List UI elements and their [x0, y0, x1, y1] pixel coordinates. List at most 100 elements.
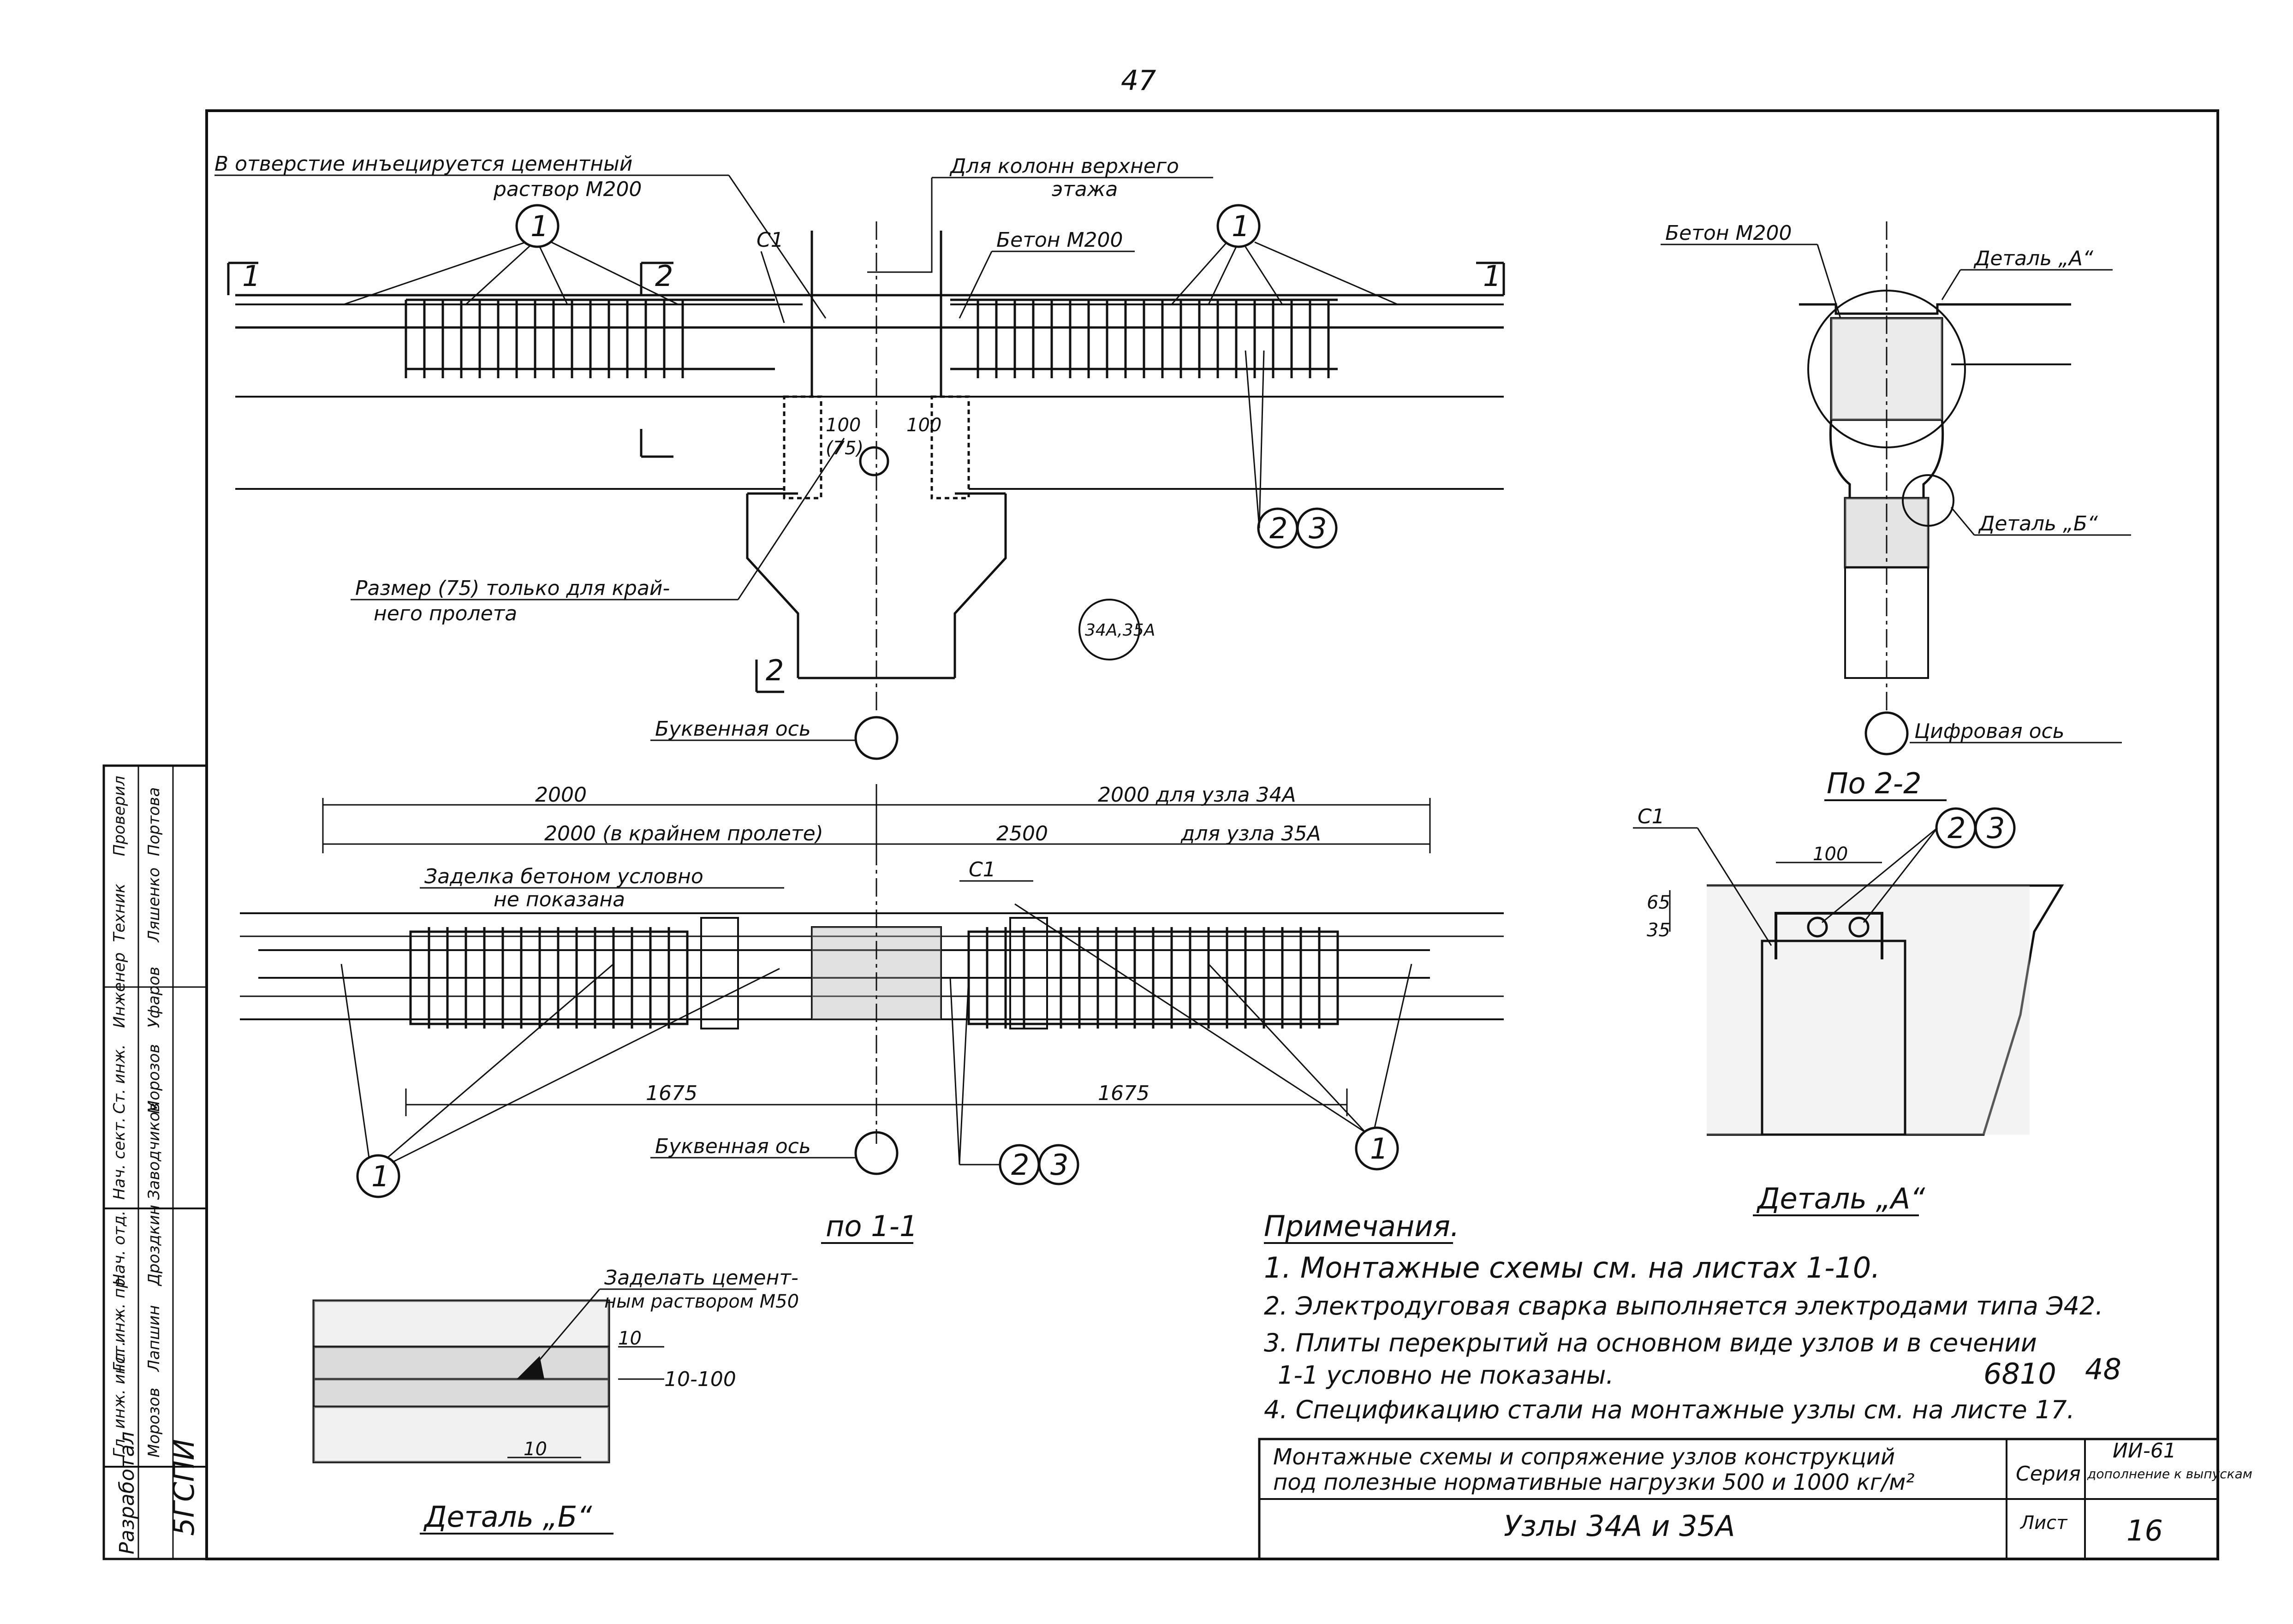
notes-code-2: 48 [2085, 1352, 2121, 1386]
plan-cage-right [967, 927, 1339, 1029]
node-title: Узлы 34А и 35А [1504, 1509, 1735, 1543]
stamp-developed: Разработал [115, 1431, 139, 1554]
plan-dim-2500: 2500 [996, 822, 1048, 845]
note-size-2: него пролета [374, 602, 517, 625]
right-section: Бетон М200 Деталь „А“ Деталь „Б“ Цифрова… [1661, 221, 2131, 801]
notes-code: 6810 [1983, 1357, 2056, 1391]
detail-a: 35 65 100 С1 2 3 Деталь „А“ [1633, 805, 2064, 1216]
detail-a-marker-2-3: 2 3 [1822, 807, 2016, 923]
stamp-role: Нач. отд. [110, 1210, 129, 1285]
detail-b-dim-10b: 10 [524, 1439, 547, 1460]
detail-a-callout [1807, 290, 1966, 448]
detail-a-dim-100: 100 [1813, 844, 1848, 865]
cage-right [950, 298, 1338, 378]
series-label: Серия [2016, 1462, 2081, 1486]
marker-1-left: 1 [343, 204, 679, 305]
detail-a-label-c1: С1 [1638, 805, 1665, 828]
detail-b-callout [1902, 474, 1954, 527]
svg-text:2: 2 [1948, 811, 1965, 845]
plan-label-c1: С1 [969, 858, 996, 881]
dim-75: (75) [826, 438, 864, 459]
title-block: Монтажные схемы и сопряжение узлов конст… [1258, 1438, 2252, 1560]
plan-note-sealing: Заделка бетоном условно [424, 865, 703, 888]
series-value: ИИ-61 [2113, 1439, 2176, 1463]
series-note: дополнение к выпускам [2087, 1466, 2252, 1481]
svg-text:2: 2 [1011, 1148, 1029, 1182]
plan-dim-2000-right: 2000 для узла 34А [1098, 783, 1296, 807]
label-concrete-top: Бетон М200 [996, 228, 1123, 252]
detail-a-dim-35: 35 [1647, 920, 1670, 941]
svg-text:1: 1 [1232, 209, 1250, 243]
stamp-text: 34А,35А [1085, 621, 1155, 640]
sheet-label: Лист [2019, 1512, 2068, 1534]
right-detail-b: Деталь „Б“ [1978, 512, 2098, 535]
notes-heading: Примечания. [1264, 1209, 1459, 1243]
notes-item-5: 4. Спецификацию стали на монтажные узлы … [1264, 1395, 2075, 1424]
stamp-person: Портова [145, 787, 163, 856]
right-concrete: Бетон М200 [1665, 221, 1792, 245]
svg-text:1: 1 [530, 209, 548, 243]
plan-dim-1675-right: 1675 [1098, 1082, 1149, 1105]
label-c1-top: С1 [756, 228, 784, 252]
axis-bubble-right [1864, 711, 1909, 755]
notes-item-4: 1-1 условно не показаны. [1278, 1361, 1614, 1390]
stamp-role: Техник [110, 883, 129, 942]
plan-axis-letter: Буквенная ось [655, 1135, 811, 1158]
note-injection: В отверстие инъецируется цементный [214, 152, 632, 176]
plan-section: 2000 2000 для узла 34А 2000 (в крайнем п… [240, 783, 1504, 1244]
svg-text:1: 1 [1370, 1132, 1388, 1166]
svg-text:3: 3 [1309, 512, 1327, 545]
stamp-person: Морозов [145, 1388, 163, 1457]
stamp-role: Гл. инж. инст. [110, 1341, 129, 1458]
svg-text:1: 1 [371, 1160, 389, 1193]
title-description-2: под полезные нормативные нагрузки 500 и … [1273, 1469, 1915, 1495]
right-axis-digit: Цифровая ось [1914, 720, 2065, 743]
note-injection-2: раствор М200 [493, 178, 642, 201]
stamp-person: Заводчиков [145, 1103, 163, 1200]
plan-cage-left [409, 927, 689, 1029]
plan-marker-1-left: 1 [340, 963, 780, 1198]
svg-text:2: 2 [1269, 512, 1287, 545]
detail-b-title: Деталь „Б“ [423, 1500, 592, 1534]
plan-marker-2-3: 2 3 [949, 977, 1079, 1185]
notes-item-3: 3. Плиты перекрытий на основном виде узл… [1264, 1328, 2037, 1357]
stamp-role: Нач. сект. [110, 1117, 129, 1200]
right-section-title: По 2-2 [1827, 767, 1922, 800]
dim-100-left: 100 [826, 415, 861, 436]
title-description: Монтажные схемы и сопряжение узлов конст… [1273, 1444, 1895, 1470]
detail-b: Заделать цемент- ным раствором М50 10 10… [312, 1266, 799, 1535]
notes-item-2: 2. Электродуговая сварка выполняется эле… [1264, 1291, 2103, 1321]
plan-note-sealing-2: не показана [494, 888, 625, 911]
page-number: 47 [1121, 65, 1156, 97]
stamp-person: Уфаров [145, 967, 163, 1028]
top-elevation: 1 2 1 2 В отверстие инъецируется цементн… [214, 152, 1505, 760]
notes-block: Примечания. 1. Монтажные схемы см. на ли… [1264, 1209, 2121, 1424]
section-mark-1-right: 1 [1483, 259, 1501, 293]
axis-bubble-plan [854, 1131, 899, 1175]
plan-section-title: по 1-1 [826, 1209, 917, 1243]
plan-dim-2000-edge: 2000 (в крайнем пролете) [544, 822, 823, 845]
plan-dim-2500-note: для узла 35А [1180, 822, 1321, 845]
cage-left [405, 298, 775, 378]
detail-a-title: Деталь „А“ [1756, 1182, 1925, 1215]
detail-b-note: Заделать цемент- [604, 1266, 798, 1290]
axis-bubble-top [854, 716, 899, 760]
stamp-person: Морозов [145, 1044, 163, 1114]
notes-item-1: 1. Монтажные схемы см. на листах 1-10. [1264, 1251, 1880, 1285]
stamp-role: Гл. инж. пр. [110, 1273, 129, 1371]
note-columns-2: этажа [1052, 178, 1118, 201]
section-mark-1-left: 1 [242, 259, 260, 293]
marker-2-3-top: 2 3 [1245, 350, 1338, 549]
stamp-role: Ст. инж. [110, 1044, 129, 1114]
detail-b-dim-10-100: 10-100 [664, 1368, 736, 1391]
plan-dim-1675-left: 1675 [646, 1082, 697, 1105]
stamp-org: 5ГСПИ [167, 1439, 201, 1536]
section-mark-2-bottom: 2 [766, 654, 784, 687]
stamp-person: Лапшин [145, 1305, 163, 1373]
note-columns: Для колонн верхнего [949, 155, 1179, 178]
sheet-number: 16 [2126, 1514, 2163, 1547]
plan-dim-2000-left: 2000 [535, 783, 587, 807]
svg-text:3: 3 [1050, 1148, 1068, 1182]
